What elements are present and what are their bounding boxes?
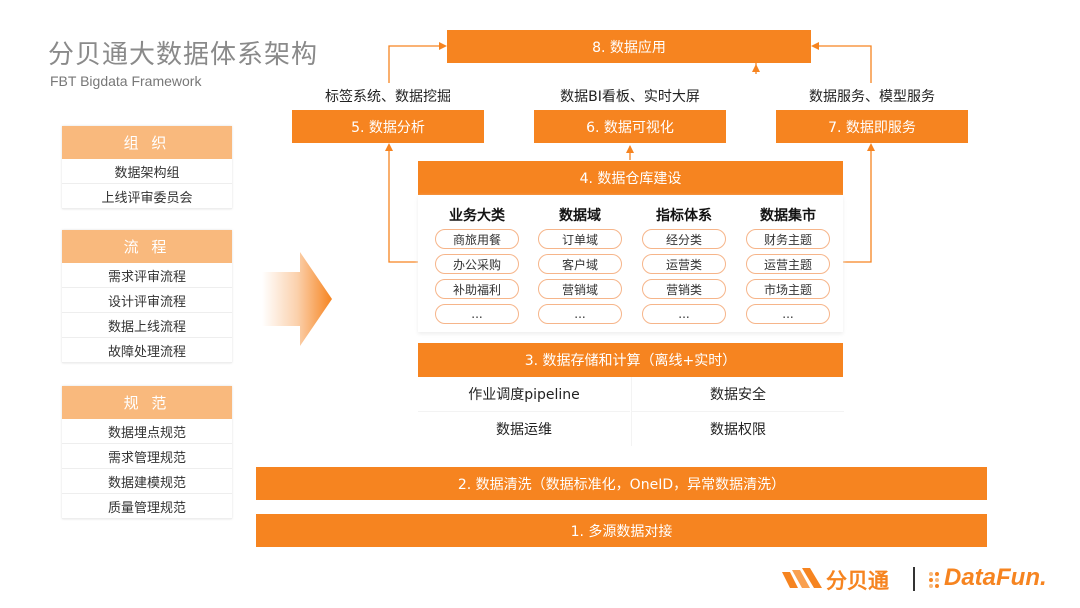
list-item: ...: [642, 304, 726, 324]
column-title: 指标体系: [656, 208, 712, 224]
analysis-caption: 标签系统、数据挖掘: [325, 89, 451, 105]
storage-cell-permissions: 数据权限: [631, 412, 844, 446]
layer-analysis: 5. 数据分析: [292, 110, 484, 143]
list-item: 数据建模规范: [62, 469, 232, 494]
list-item: ...: [746, 304, 830, 324]
storage-body: 作业调度pipeline 数据安全 数据运维 数据权限: [418, 377, 844, 447]
process-header: 流 程: [62, 230, 232, 263]
list-item: 设计评审流程: [62, 288, 232, 313]
list-item: 办公采购: [435, 254, 519, 274]
layer-storage: 3. 数据存储和计算（离线+实时）: [418, 343, 843, 377]
footer-divider: [913, 567, 915, 591]
list-item: 商旅用餐: [435, 229, 519, 249]
layer-visual: 6. 数据可视化: [534, 110, 726, 143]
storage-cell-pipeline: 作业调度pipeline: [418, 377, 630, 412]
column-title: 业务大类: [449, 208, 505, 224]
list-item: 质量管理规范: [62, 494, 232, 519]
list-item: 上线评审委员会: [62, 184, 232, 209]
layer-sources: 1. 多源数据对接: [256, 514, 987, 547]
list-item: 订单域: [538, 229, 622, 249]
storage-cell-security: 数据安全: [631, 377, 844, 412]
list-item: 补助福利: [435, 279, 519, 299]
layer-warehouse: 4. 数据仓库建设: [418, 161, 843, 195]
list-item: 数据埋点规范: [62, 419, 232, 444]
list-item: 运营类: [642, 254, 726, 274]
list-item: ...: [538, 304, 622, 324]
warehouse-body: 业务大类 商旅用餐 办公采购 补助福利 ... 数据域 订单域 客户域 营销域 …: [418, 195, 843, 332]
list-item: ...: [435, 304, 519, 324]
list-item: 经分类: [642, 229, 726, 249]
list-item: 数据上线流程: [62, 313, 232, 338]
standard-header: 规 范: [62, 386, 232, 419]
datafun-dots-icon: [929, 572, 939, 588]
page-title: 分贝通大数据体系架构: [48, 40, 319, 70]
list-item: 营销域: [538, 279, 622, 299]
column-title: 数据集市: [760, 208, 816, 224]
list-item: 数据架构组: [62, 159, 232, 184]
list-item: 需求管理规范: [62, 444, 232, 469]
layer-app: 8. 数据应用: [447, 30, 811, 63]
layer-service: 7. 数据即服务: [776, 110, 968, 143]
list-item: 客户域: [538, 254, 622, 274]
service-caption: 数据服务、模型服务: [809, 89, 935, 105]
list-item: 市场主题: [746, 279, 830, 299]
visual-caption: 数据BI看板、实时大屏: [560, 89, 700, 105]
list-item: 财务主题: [746, 229, 830, 249]
list-item: 营销类: [642, 279, 726, 299]
arrow-right-icon: [262, 252, 332, 346]
storage-cell-ops: 数据运维: [418, 412, 630, 446]
column-title: 数据域: [559, 208, 601, 224]
list-item: 需求评审流程: [62, 263, 232, 288]
layer-cleaning: 2. 数据清洗（数据标准化，OneID，异常数据清洗）: [256, 467, 987, 500]
list-item: 故障处理流程: [62, 338, 232, 363]
org-header: 组 织: [62, 126, 232, 159]
page-subtitle: FBT Bigdata Framework: [50, 73, 202, 89]
list-item: 运营主题: [746, 254, 830, 274]
footer-logos: 分贝通 DataFun.: [780, 563, 1070, 597]
brand-cn: 分贝通: [826, 569, 889, 593]
org-panel: 组 织 数据架构组 上线评审委员会: [62, 126, 232, 209]
standard-panel: 规 范 数据埋点规范 需求管理规范 数据建模规范 质量管理规范: [62, 386, 232, 519]
brand-en: DataFun.: [944, 564, 1047, 591]
process-panel: 流 程 需求评审流程 设计评审流程 数据上线流程 故障处理流程: [62, 230, 232, 363]
fenbeitong-logo-icon: [782, 568, 822, 588]
